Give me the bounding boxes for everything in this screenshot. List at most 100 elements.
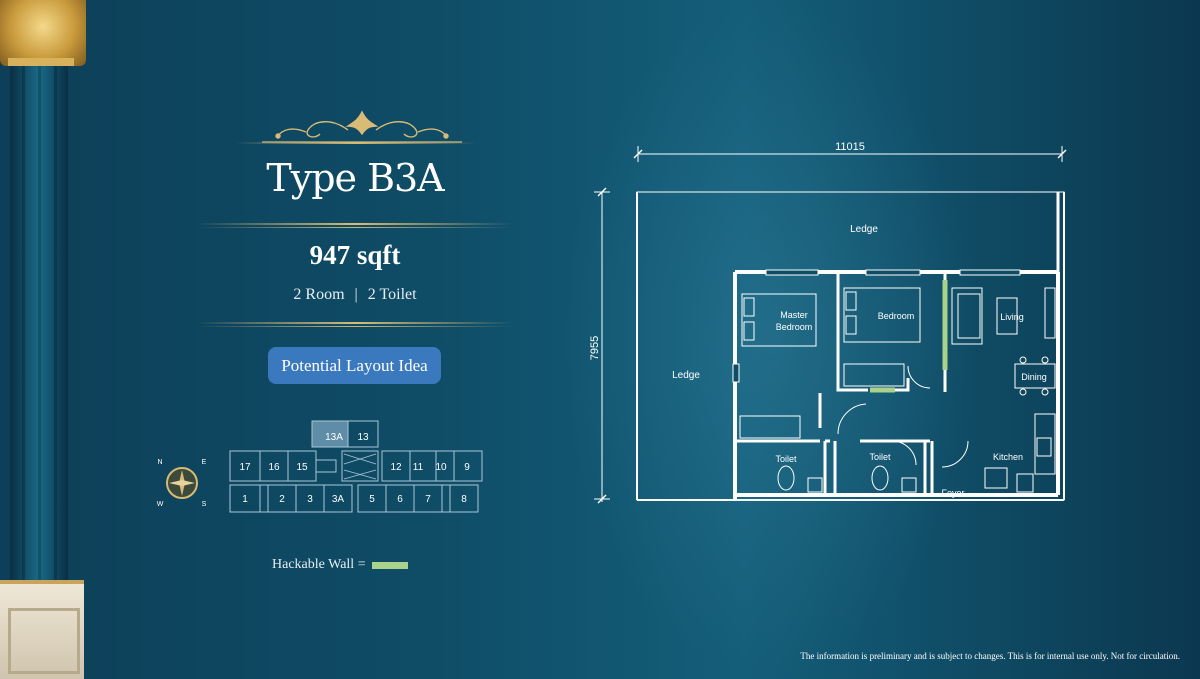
key-unit [453, 450, 483, 482]
chair [1041, 388, 1049, 396]
door-swing [837, 403, 867, 435]
window [765, 269, 819, 276]
wardrobe [843, 363, 905, 387]
floor-plan: 11015 7955 Ledge Ledge Master Bedroom Be… [589, 141, 1067, 504]
toilet-bowl [871, 465, 889, 491]
basin [807, 477, 823, 493]
room-label-dining: Dining [1021, 372, 1047, 382]
key-unit-label: 9 [464, 462, 470, 473]
room-label-foyer: Foyer [941, 488, 964, 498]
room-label-master-bedroom: Master [780, 310, 808, 320]
fridge [984, 467, 1008, 489]
wardrobe [739, 415, 801, 439]
dimension-tick [1057, 149, 1067, 159]
sofa [951, 287, 983, 345]
room-label-toilet-1: Toilet [775, 454, 797, 464]
pillar-flute [38, 66, 41, 586]
potential-layout-idea-button[interactable]: Potential Layout Idea [268, 347, 441, 384]
room-count: 2 Room [293, 286, 345, 303]
key-unit-label: 2 [279, 494, 285, 505]
window [865, 269, 921, 276]
key-unit-label: 13A [325, 432, 343, 443]
hackable-wall-swatch [371, 561, 408, 569]
room-label-kitchen: Kitchen [993, 452, 1023, 462]
key-unit [323, 484, 353, 513]
pillar-flute [22, 66, 25, 586]
gold-divider-thin [196, 227, 514, 228]
key-unit [449, 484, 479, 513]
key-unit-label: 1 [242, 494, 248, 505]
door-swing [941, 440, 969, 468]
window [732, 363, 740, 383]
toilet-bowl [777, 465, 795, 491]
key-unit-label: 7 [425, 494, 431, 505]
pillow [743, 321, 755, 341]
key-core-hatch [343, 453, 377, 480]
pillow [845, 315, 857, 335]
gold-divider [196, 322, 514, 324]
room-label-master-bedroom-2: Bedroom [776, 322, 813, 332]
compass-w: W [157, 501, 164, 508]
key-lift [315, 459, 337, 473]
gold-divider [196, 223, 514, 225]
key-unit-label: 15 [296, 462, 308, 473]
door-swing [891, 440, 917, 466]
key-unit-label: 3 [307, 494, 313, 505]
sink [1036, 437, 1052, 457]
key-unit-label: 5 [369, 494, 375, 505]
dimension-tick [597, 187, 607, 197]
interior-wall [895, 378, 910, 392]
key-unit [347, 420, 379, 448]
background-glow [560, 0, 980, 675]
key-unit-label: 16 [268, 462, 280, 473]
room-label-ledge-left: Ledge [672, 370, 700, 381]
pillow [845, 291, 857, 311]
key-unit-label: 11 [413, 462, 424, 473]
door-swing [907, 365, 931, 389]
window [959, 269, 1021, 276]
room-label-ledge-top: Ledge [850, 224, 878, 235]
hackable-wall-legend: Hackable Wall = [272, 557, 408, 573]
compass-s: S [202, 501, 207, 508]
compass-e: E [202, 459, 207, 466]
key-unit-label: 8 [461, 494, 467, 505]
key-unit-label: 6 [397, 494, 403, 505]
key-unit-spacer [259, 484, 269, 513]
dimension-tick [597, 494, 607, 504]
room-label-living: Living [1000, 312, 1024, 322]
key-unit-label: 12 [390, 462, 402, 473]
decorative-pillar [0, 0, 90, 679]
tv-console [1044, 287, 1056, 339]
room-separator: | [354, 286, 358, 303]
sofa-cushion [957, 293, 981, 339]
key-unit-label: 17 [239, 462, 251, 473]
compass-n: N [157, 459, 162, 466]
pillar-base-panel [8, 608, 80, 674]
basin [901, 477, 917, 493]
compass-icon: N E W S [157, 459, 207, 508]
key-core [341, 450, 379, 482]
kitchen-counter [1034, 413, 1056, 475]
pillar-shaft [10, 66, 68, 586]
unit-area: 947 sqft [309, 240, 401, 270]
key-unit-spacer [441, 484, 451, 513]
room-label-bedroom: Bedroom [878, 311, 915, 321]
unit-type-title: Type B3A [266, 156, 444, 200]
room-summary: 2 Room | 2 Toilet [215, 286, 495, 304]
pillar-capital [0, 0, 86, 66]
key-unit-label: 13 [357, 432, 369, 443]
chair [1019, 388, 1027, 396]
chair [1041, 356, 1049, 364]
key-unit-label: 10 [435, 462, 447, 473]
key-unit-label: 3A [332, 494, 345, 505]
pillar-capital-band [8, 58, 74, 66]
gold-ornament-icon [262, 110, 462, 143]
gold-divider-thin [196, 326, 514, 327]
toilet-count: 2 Toilet [367, 286, 417, 303]
interior-wall [836, 272, 868, 392]
height-dimension-label: 7955 [589, 336, 601, 360]
coffee-table [996, 297, 1018, 335]
pillar-flute [54, 66, 57, 586]
room-label-toilet-2: Toilet [869, 452, 891, 462]
key-plan: 13A 13 17 16 15 12 11 10 9 1 2 3 [157, 420, 483, 513]
